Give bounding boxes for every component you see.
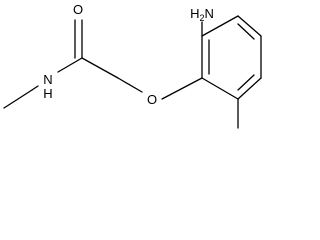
ether-oxygen-label: O xyxy=(147,92,157,107)
ring-bond-c2-c3 xyxy=(237,15,262,37)
amide-n-label: N xyxy=(43,72,52,87)
bond-ch2-to-carbonyl xyxy=(81,57,119,79)
bond-carbonyl-to-amide-n xyxy=(57,57,83,73)
ring-bond-c4-c5 xyxy=(237,77,262,100)
carbonyl-oxygen-label: O xyxy=(73,2,83,17)
ring-bond-c1-c2 xyxy=(201,15,239,37)
ring-double-bond-inner-2 xyxy=(237,74,255,91)
amine-n-label: H2N xyxy=(190,6,214,23)
bond-ether-o-to-ch2 xyxy=(117,77,143,93)
ring-bond-c5-c6 xyxy=(201,77,239,100)
structure-diagram: H2N O O N H xyxy=(3,2,262,129)
molecule-drawing: H2N O O N H xyxy=(3,2,262,129)
ring-double-bond-inner-1 xyxy=(237,23,255,40)
bond-ethyl-c1 xyxy=(3,89,33,109)
amide-h-label: H xyxy=(43,86,52,101)
bond-ring-to-ether-o xyxy=(161,77,203,100)
bond-amide-n-to-ethyl xyxy=(31,85,39,91)
